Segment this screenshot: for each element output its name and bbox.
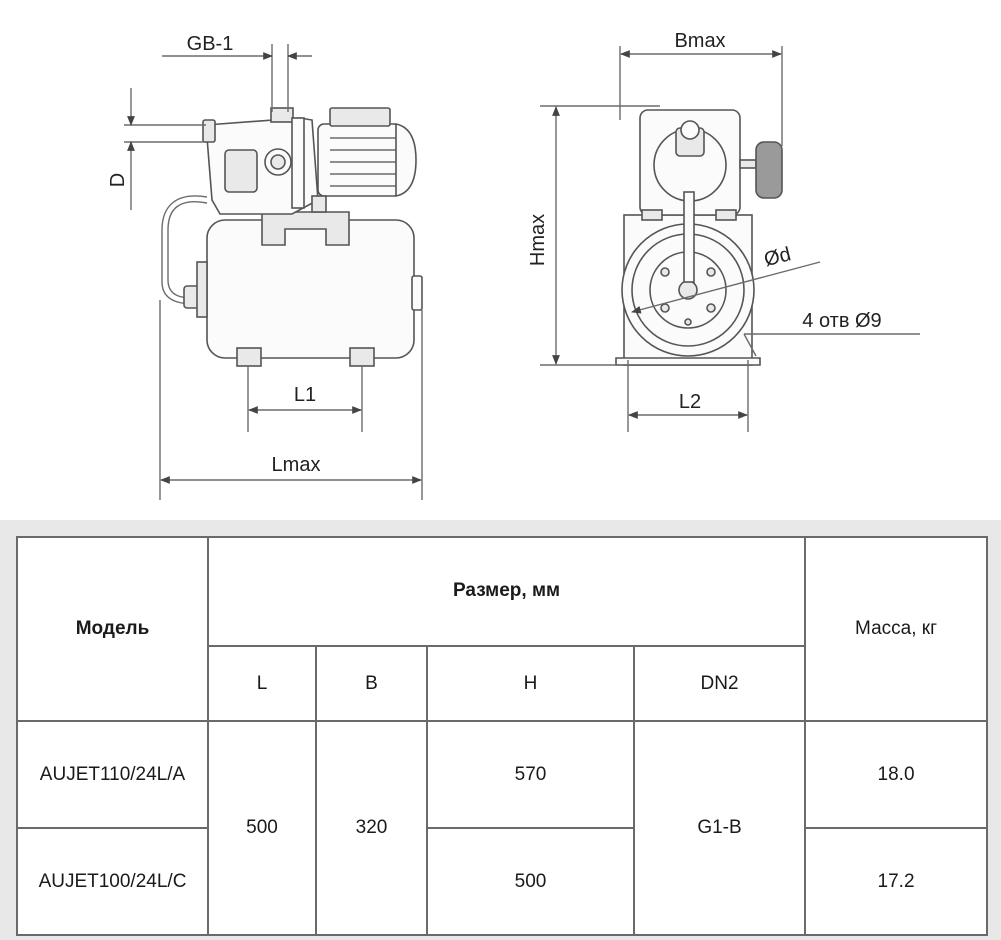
l-value-cell: 500 xyxy=(207,720,317,936)
model-header: Модель xyxy=(16,535,209,723)
side-view xyxy=(161,107,423,367)
mass-value-cell: 18.0 xyxy=(804,720,989,830)
label-l1: L1 xyxy=(294,384,316,406)
h-value-cell: 570 xyxy=(426,720,635,830)
col-b-header: B xyxy=(315,644,428,723)
label-d: D xyxy=(107,173,129,187)
control-knob xyxy=(755,141,783,199)
col-l-header: L xyxy=(207,644,317,723)
col-h-header: H xyxy=(426,644,635,723)
label-l2: L2 xyxy=(679,391,701,413)
label-od: Ød xyxy=(762,243,793,271)
table-row: AUJET110/24L/A 500 320 570 G1-B 18.0 xyxy=(16,720,989,936)
dn2-value-cell: G1-B xyxy=(632,720,807,936)
col-dn2-header: DN2 xyxy=(632,644,807,723)
mass-value-cell: 17.2 xyxy=(804,827,989,936)
label-gb: GB-1 xyxy=(187,33,234,55)
b-value-cell: 320 xyxy=(315,720,428,936)
side-dimensions: GB-1 D L1 Lmax xyxy=(107,33,423,500)
mass-header: Масса, кг xyxy=(804,535,989,723)
front-view xyxy=(615,109,783,366)
label-bmax: Bmax xyxy=(674,30,725,52)
label-hmax: Hmax xyxy=(527,214,549,266)
tank-foot-right xyxy=(349,347,375,367)
spec-table: Модель Размер, мм Масса, кг L B H DN2 AU… xyxy=(16,535,989,936)
spec-table-panel: Модель Размер, мм Масса, кг L B H DN2 AU… xyxy=(0,520,1001,940)
tank-foot-left xyxy=(236,347,262,367)
motor xyxy=(317,123,401,197)
front-dimensions: Bmax Hmax Ød 4 отв Ø9 L2 xyxy=(527,30,920,432)
label-lmax: Lmax xyxy=(272,454,321,476)
table-row: AUJET100/24L/C 500 17.2 xyxy=(16,827,989,936)
size-header: Размер, мм xyxy=(206,536,807,647)
model-cell: AUJET100/24L/C xyxy=(16,827,209,936)
label-holes: 4 отв Ø9 xyxy=(802,310,881,332)
model-cell: AUJET110/24L/A xyxy=(16,720,209,830)
technical-drawing: GB-1 D L1 Lmax xyxy=(107,30,920,500)
tank xyxy=(206,219,415,359)
h-value-cell: 500 xyxy=(426,827,635,936)
